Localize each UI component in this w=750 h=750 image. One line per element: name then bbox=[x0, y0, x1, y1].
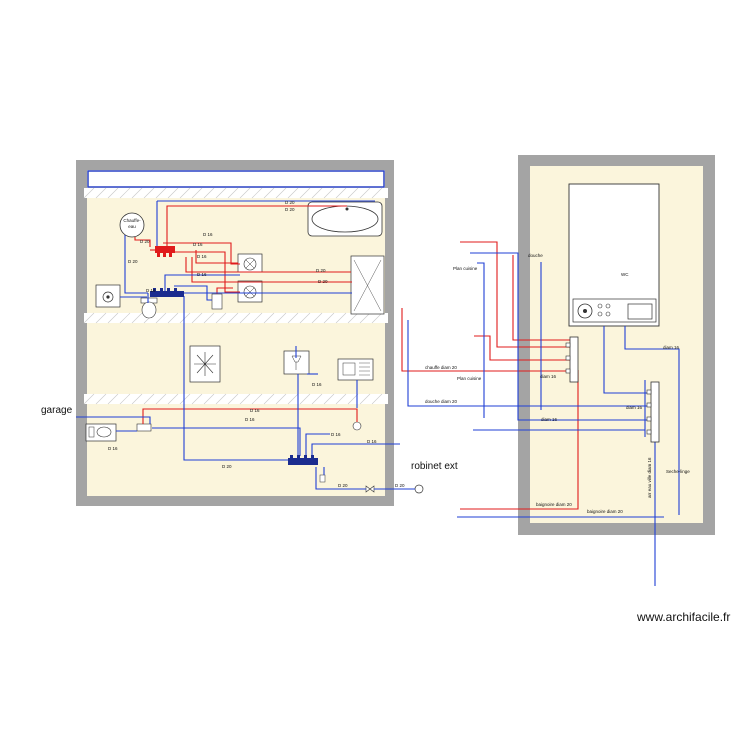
pipe-label: D 20 bbox=[316, 268, 326, 273]
pipe-label: D 20 bbox=[285, 207, 295, 212]
robinet-ext-label: robinet ext bbox=[411, 461, 458, 472]
pipe-label: arr eau ville diam 16 bbox=[647, 457, 652, 498]
top-window[interactable] bbox=[87, 170, 385, 188]
interior-wall-1 bbox=[84, 188, 388, 198]
pipe-label: douche bbox=[528, 253, 543, 258]
pipe-label: diam 16 bbox=[540, 374, 557, 379]
manifold-hot bbox=[155, 246, 175, 257]
water-heater: Chauffe- eau bbox=[119, 212, 145, 238]
manifold-cold-lower bbox=[288, 455, 318, 465]
pipe-label: D 16 bbox=[331, 432, 341, 437]
toilet-icon bbox=[140, 297, 158, 319]
bathtub bbox=[307, 201, 383, 237]
interior-wall-3 bbox=[84, 394, 388, 404]
sink-2-icon bbox=[237, 280, 263, 303]
small-valve-icon bbox=[319, 474, 326, 483]
cold-water-pipes bbox=[76, 200, 415, 490]
manifold-right-cold bbox=[646, 381, 660, 443]
watermark: www.archifacile.fr bbox=[636, 610, 730, 624]
boiler-icon bbox=[568, 183, 660, 327]
pipe-label: diam 16 bbox=[663, 345, 680, 350]
outdoor-tap-icon[interactable] bbox=[365, 484, 424, 494]
small-sink-icon bbox=[211, 293, 223, 310]
interior-wall-2 bbox=[84, 313, 388, 323]
pipe-label: D 16 bbox=[250, 408, 260, 413]
pipe-label: Plan cuisine bbox=[457, 376, 482, 381]
pipe-label: D 16 bbox=[108, 446, 118, 451]
right-hot-pipes bbox=[401, 241, 579, 510]
pipe-label: diam 16 bbox=[541, 417, 558, 422]
pipe-label: D 16 bbox=[245, 417, 255, 422]
pipe-label: douche diam 20 bbox=[425, 399, 458, 404]
garage-label: garage bbox=[41, 405, 73, 416]
pipe-label: D 20 bbox=[285, 200, 295, 205]
radiator-icon bbox=[189, 345, 221, 383]
pipe-label: baignoire diam 20 bbox=[536, 502, 572, 507]
pipe-label: Seche-linge bbox=[666, 469, 690, 474]
valve-icon bbox=[352, 421, 362, 431]
pipe-label: D 20 bbox=[318, 279, 328, 284]
wc-label: WC bbox=[621, 272, 629, 277]
washing-machine-icon bbox=[95, 284, 121, 308]
pipe-label: diam 16 bbox=[626, 405, 643, 410]
pipe-label: D 20 bbox=[128, 259, 138, 264]
pipe-label: baignoire diam 20 bbox=[587, 509, 623, 514]
kitchen-counter-icon bbox=[337, 358, 374, 381]
water-heater-label-1: Chauffe- bbox=[123, 218, 141, 223]
pipe-label: D 16 bbox=[203, 232, 213, 237]
pipe-label: chauffe diam 20 bbox=[425, 365, 457, 370]
pipe-label: D 20 bbox=[338, 483, 348, 488]
garage-tap-icon bbox=[136, 423, 152, 432]
shower-icon bbox=[350, 255, 385, 315]
pipe-label: D 16 bbox=[197, 254, 207, 259]
pipe-label: D 16 bbox=[367, 439, 377, 444]
manifold-cold-upper bbox=[150, 288, 184, 297]
pipe-label: D 20 bbox=[395, 483, 405, 488]
pipe-label: D 20 bbox=[140, 239, 150, 244]
garage-toilet-icon bbox=[85, 423, 117, 442]
pipe-label: D 20 bbox=[222, 464, 232, 469]
sink-1-icon bbox=[237, 253, 263, 273]
pipe-label: D 16 bbox=[193, 242, 203, 247]
right-cold-pipes bbox=[407, 252, 680, 586]
pipe-label: D 16 bbox=[197, 272, 207, 277]
pipe-label: D 16 bbox=[146, 288, 156, 293]
pipe-label: Plan cuisine bbox=[453, 266, 478, 271]
pipe-label: D 16 bbox=[312, 382, 322, 387]
manifold-right-hot bbox=[565, 336, 579, 383]
water-heater-label-2: eau bbox=[128, 224, 136, 229]
